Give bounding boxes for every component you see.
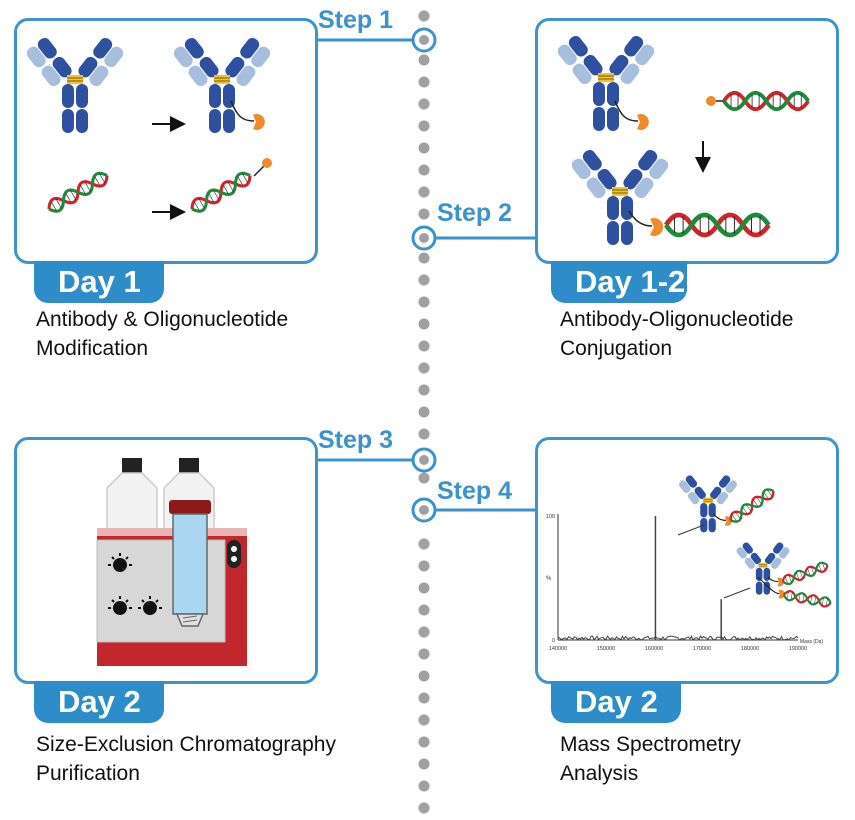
timeline-dot <box>418 472 430 484</box>
step-3-day-tab: Day 2 <box>34 681 164 723</box>
chromatography-illustration <box>96 458 247 666</box>
step-4-panel: 140000 150000 160000 170000 180000 190000 0 10… <box>535 437 839 684</box>
timeline-dot <box>418 98 430 110</box>
timeline-dot <box>418 384 430 396</box>
timeline-dot <box>418 692 430 704</box>
timeline-dot <box>418 10 430 22</box>
step-1-label: Step 1 <box>318 6 394 34</box>
x-tick-label: 170000 <box>693 646 711 652</box>
step-1-illustration <box>23 35 274 220</box>
modified-oligonucleotide-icon <box>722 90 811 112</box>
x-tick-label: 150000 <box>597 646 615 652</box>
step-1-caption-line-2: Modification <box>36 337 149 360</box>
timeline-dot <box>418 406 430 418</box>
step-2-caption-line-2: Conjugation <box>560 337 673 360</box>
timeline-dot <box>418 54 430 66</box>
step-3-caption-line-2: Purification <box>36 762 140 785</box>
timeline-dot <box>418 648 430 660</box>
step-1-day-tab: Day 1 <box>34 261 164 303</box>
timeline-dot <box>418 340 430 352</box>
single-conjugate-icon <box>677 473 778 533</box>
timeline-dot <box>418 714 430 726</box>
timeline-dot <box>418 186 430 198</box>
double-conjugate-icon <box>734 540 833 609</box>
timeline-dot <box>418 274 430 286</box>
step-4-caption-line-2: Analysis <box>560 762 639 785</box>
step-1-caption-line-1: Antibody & Oligonucleotide <box>36 308 289 331</box>
modified-oligonucleotide-icon <box>187 168 255 217</box>
linker-icon <box>637 113 649 130</box>
antibody-icon <box>23 35 127 134</box>
timeline-dot <box>418 538 430 550</box>
step-3-label: Step 3 <box>318 426 394 454</box>
timeline-dot <box>418 120 430 132</box>
timeline-dot <box>418 802 430 814</box>
y-tick-label: 100 <box>546 514 555 520</box>
timeline-dotted-line <box>418 10 430 814</box>
timeline-dot <box>418 758 430 770</box>
timeline-dot <box>418 76 430 88</box>
x-tick-label: 140000 <box>549 646 567 652</box>
baseline-noise <box>557 634 799 641</box>
dial-icon <box>113 558 157 615</box>
step-2-day-tab: Day 1-2 <box>551 261 687 303</box>
step-2-label: Step 2 <box>437 199 513 227</box>
timeline-dot <box>418 780 430 792</box>
step-4-day-tab: Day 2 <box>551 681 681 723</box>
timeline-dot <box>418 626 430 638</box>
step-2-panel <box>535 18 839 264</box>
y-tick-label: 0 <box>552 638 555 644</box>
conjugated-oligonucleotide-icon <box>666 215 769 235</box>
linker-icon <box>253 113 265 130</box>
x-tick-label: 180000 <box>741 646 759 652</box>
timeline-dot <box>418 142 430 154</box>
y-axis-label: % <box>546 576 552 582</box>
step-3-caption-line-1: Size-Exclusion Chromatography <box>36 733 336 756</box>
mass-spectrum-chart: 140000 150000 160000 170000 180000 190000 0 10… <box>546 514 823 652</box>
oligonucleotide-icon <box>44 168 112 217</box>
timeline-dot <box>418 560 430 572</box>
step-2-caption-line-1: Antibody-Oligonucleotide <box>560 308 794 331</box>
timeline-dot <box>418 296 430 308</box>
timeline-dot <box>418 362 430 374</box>
step-4-label: Step 4 <box>437 477 513 505</box>
timeline-dot <box>418 736 430 748</box>
timeline-dot <box>418 318 430 330</box>
timeline-dot <box>418 582 430 594</box>
mass-spectrum-illustration: 140000 150000 160000 170000 180000 190000 0 10… <box>546 473 833 652</box>
timeline-dot <box>418 428 430 440</box>
x-axis-label: Mass (Da) <box>800 639 823 645</box>
step-2-illustration <box>554 33 811 246</box>
step-1-panel <box>14 18 318 264</box>
x-tick-label: 190000 <box>789 646 807 652</box>
step-4-caption-line-1: Mass Spectrometry <box>560 733 741 756</box>
timeline-dot <box>418 604 430 616</box>
timeline-dot <box>418 670 430 682</box>
column-icon <box>169 500 211 514</box>
step-3-panel <box>14 437 318 684</box>
timeline-dot <box>418 164 430 176</box>
timeline-dot <box>418 208 430 220</box>
timeline-dot <box>418 252 430 264</box>
x-tick-label: 160000 <box>645 646 663 652</box>
